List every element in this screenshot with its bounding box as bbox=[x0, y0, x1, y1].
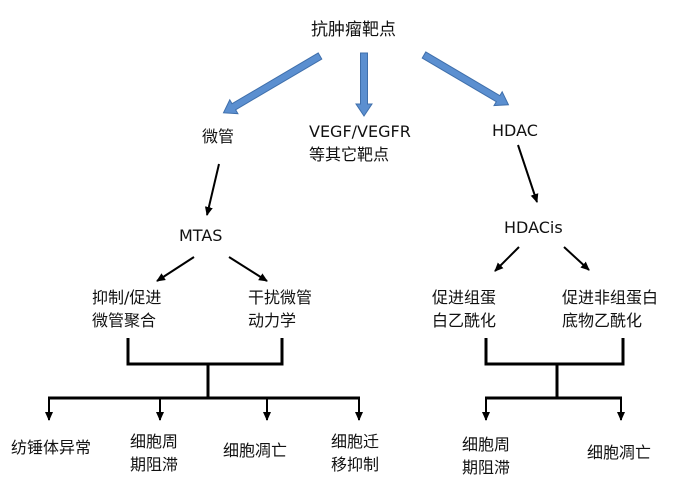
node-inhibit-promote-polymerization: 抑制/促进 微管聚合 bbox=[92, 286, 161, 332]
node-nonhistone-line-2: 底物乙酰化 bbox=[562, 311, 643, 330]
bracket-right bbox=[484, 338, 625, 400]
node-spindle-line: 纺锤体异常 bbox=[11, 438, 92, 457]
node-spindle-abnormality: 纺锤体异常 bbox=[11, 436, 91, 459]
node-apoptosis-left-line: 细胞凋亡 bbox=[223, 441, 288, 460]
block-arrow-to-hdac bbox=[421, 51, 510, 107]
node-dynamics-line-2: 动力学 bbox=[248, 311, 297, 330]
node-migration-line-1: 细胞迁 bbox=[331, 432, 380, 451]
node-hdacis: HDACis bbox=[504, 216, 563, 239]
node-cell-cycle-arrest-right: 细胞周 期阻滞 bbox=[462, 433, 510, 479]
node-vegf-line-2: 等其它靶点 bbox=[309, 145, 390, 164]
node-cell-cycle-right-line-1: 细胞周 bbox=[462, 435, 511, 454]
block-arrow-to-microtubule bbox=[222, 52, 323, 115]
node-migration-inhibition: 细胞迁 移抑制 bbox=[331, 430, 379, 476]
node-histone-line-1: 促进组蛋 bbox=[432, 288, 497, 307]
node-histone-line-2: 白乙酰化 bbox=[432, 311, 497, 330]
node-polymerization-line-2: 微管聚合 bbox=[92, 311, 157, 330]
node-microtubule: 微管 bbox=[202, 125, 234, 148]
node-apoptosis-right: 细胞凋亡 bbox=[587, 441, 651, 464]
arrow-microtubule-to-mtas bbox=[204, 163, 220, 216]
node-disrupt-dynamics: 干扰微管 动力学 bbox=[248, 286, 312, 332]
node-hdac-line: HDAC bbox=[492, 121, 538, 140]
block-arrow-to-vegf bbox=[355, 52, 373, 117]
node-cell-cycle-left-line-2: 期阻滞 bbox=[130, 455, 179, 474]
node-cell-cycle-right-line-2: 期阻滞 bbox=[462, 458, 511, 477]
arrow-hdac-to-hdacis bbox=[517, 144, 539, 203]
node-hdac: HDAC bbox=[492, 119, 538, 142]
node-vegf-line-1: VEGF/VEGFR bbox=[309, 122, 411, 141]
node-polymerization-line-1: 抑制/促进 bbox=[92, 288, 162, 307]
node-cell-cycle-left-line-1: 细胞周 bbox=[130, 432, 179, 451]
node-apoptosis-right-line: 细胞凋亡 bbox=[587, 443, 652, 462]
arrow-mtas-to-polymerization bbox=[156, 256, 195, 282]
node-mtas-line: MTAS bbox=[179, 226, 223, 245]
node-nonhistone-acetylation: 促进非组蛋白 底物乙酰化 bbox=[562, 286, 658, 332]
arrow-hdacis-to-histone bbox=[494, 246, 520, 272]
node-histone-acetylation: 促进组蛋 白乙酰化 bbox=[432, 286, 496, 332]
node-apoptosis-left: 细胞凋亡 bbox=[223, 439, 287, 462]
node-nonhistone-line-1: 促进非组蛋白 bbox=[562, 288, 659, 307]
node-vegf: VEGF/VEGFR 等其它靶点 bbox=[309, 120, 411, 166]
bracket-left bbox=[48, 338, 360, 400]
bracket-right-drops bbox=[482, 398, 625, 421]
node-dynamics-line-1: 干扰微管 bbox=[248, 288, 313, 307]
node-migration-line-2: 移抑制 bbox=[331, 455, 380, 474]
node-microtubule-line: 微管 bbox=[202, 127, 235, 146]
node-root: 抗肿瘤靶点 bbox=[311, 19, 396, 42]
arrow-hdacis-to-nonhistone bbox=[563, 246, 590, 271]
node-root-line: 抗肿瘤靶点 bbox=[311, 20, 396, 40]
node-mtas: MTAS bbox=[179, 224, 222, 247]
bracket-left-drops bbox=[45, 398, 363, 421]
node-cell-cycle-arrest-left: 细胞周 期阻滞 bbox=[130, 430, 178, 476]
arrow-mtas-to-dynamics bbox=[228, 256, 268, 282]
node-hdacis-line: HDACis bbox=[504, 218, 563, 237]
